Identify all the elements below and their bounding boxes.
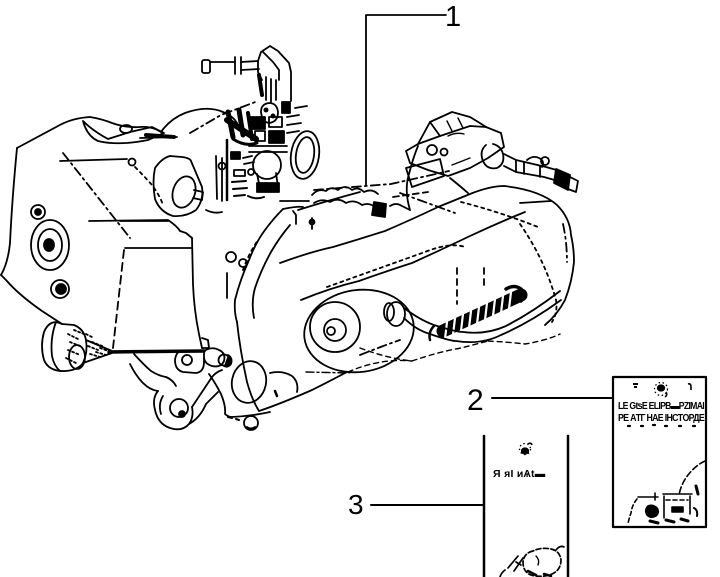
svg-text:LE GʦE ELIРB▬РZIMAІ: LE GʦE ELIРB▬РZIMAІ xyxy=(618,401,705,412)
svg-text:3: 3 xyxy=(348,489,364,520)
svg-text:1: 1 xyxy=(445,1,461,33)
svg-text:РE АTГ НАE IНСTОРДE: РE АTГ НАE IНСTОРДE xyxy=(618,413,705,424)
svg-text:Я яI иѦt▬: Я яI иѦt▬ xyxy=(493,468,546,480)
svg-text:2: 2 xyxy=(467,384,484,417)
